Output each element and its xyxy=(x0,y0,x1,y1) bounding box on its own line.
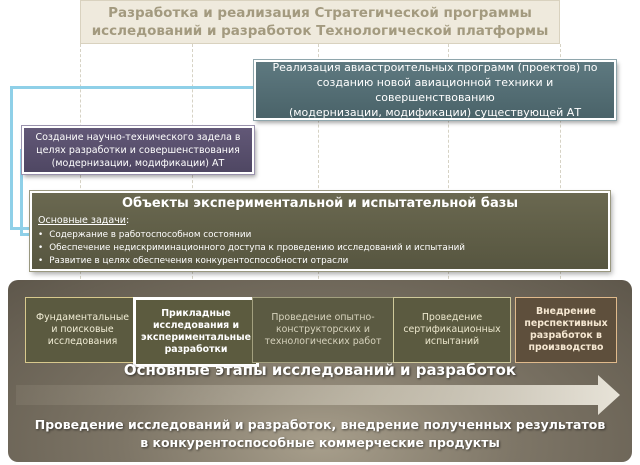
connector-avia-vertical xyxy=(10,86,13,230)
result-line-2: в конкурентоспособные коммерческие проду… xyxy=(140,435,500,450)
result-text: Проведение исследований и разработок, вн… xyxy=(20,416,620,452)
tasks-list: Содержание в работоспособном состоянии О… xyxy=(38,229,465,268)
stage-fundamental-research: Фундаментальные и поисковые исследования xyxy=(25,297,140,363)
stage-line: исследования и xyxy=(152,320,240,331)
stage-certification-tests: Проведение сертификационных испытаний xyxy=(393,297,511,363)
stage-production-implementation: Внедрение перспективных разработок в про… xyxy=(515,297,617,363)
result-line-1: Проведение исследований и разработок, вн… xyxy=(34,417,606,432)
stage-line: Внедрение xyxy=(535,306,597,317)
stage-line: технологических работ xyxy=(264,336,382,347)
tasks-label-colon: : xyxy=(125,215,130,226)
stage-line: Прикладные xyxy=(161,308,231,319)
program-scitech-line-3: (модернизации, модификации) АТ xyxy=(51,157,225,169)
stage-line: производство xyxy=(528,342,604,353)
stage-line: исследования xyxy=(47,336,118,347)
program-scitech-line-2: целях разработки и совершенствования xyxy=(36,144,240,156)
task-item: Обеспечение недискриминационного доступа… xyxy=(38,242,465,255)
stage-line: и поисковые xyxy=(51,324,114,335)
title-line-2: исследований и разработок Технологическо… xyxy=(91,23,549,39)
stage-line: Проведение xyxy=(421,312,483,323)
program-avia-line-2: созданию новой авиационной техники и сов… xyxy=(316,76,554,104)
title-line-1: Разработка и реализация Стратегической п… xyxy=(108,5,532,21)
stage-line: Фундаментальные xyxy=(36,312,129,323)
guide-line xyxy=(448,44,449,294)
connector-scitech-vertical xyxy=(20,149,23,236)
connector-avia-horizontal xyxy=(10,86,254,89)
program-avia-line-3: (модернизации, модификации) существующей… xyxy=(288,106,582,119)
experimental-base-title: Объекты экспериментальной и испытательно… xyxy=(121,196,519,211)
stage-line: сертификационных xyxy=(403,324,501,335)
task-item: Содержание в работоспособном состоянии xyxy=(38,229,465,242)
program-scitech-line-1: Создание научно-технического задела в xyxy=(35,131,241,143)
stage-applied-research: Прикладные исследования и эксперименталь… xyxy=(133,297,259,367)
guide-line xyxy=(560,44,561,294)
scitech-reserve-box: Создание научно-технического задела в це… xyxy=(22,126,254,174)
stage-design-works: Проведение опытно- конструкторских и тех… xyxy=(252,297,394,363)
strategic-program-title: Разработка и реализация Стратегической п… xyxy=(80,0,560,44)
tasks-label: Основные задачи: xyxy=(38,215,129,226)
tasks-label-text: Основные задачи xyxy=(38,215,126,226)
connector-scitech-to-base xyxy=(20,233,30,236)
stage-line: Проведение опытно- xyxy=(271,312,375,323)
stage-line: перспективных xyxy=(524,318,608,329)
experimental-base-box: Объекты экспериментальной и испытательно… xyxy=(30,191,610,271)
task-item: Развитие в целях обеспечения конкурентос… xyxy=(38,255,465,268)
stage-line: испытаний xyxy=(424,336,480,347)
aviation-programs-box: Реализация авиастроительных программ (пр… xyxy=(254,60,616,120)
progress-arrow-icon xyxy=(16,375,620,415)
stage-line: разработки xyxy=(164,344,228,355)
stage-line: конструкторских и xyxy=(276,324,370,335)
stage-line: разработок в xyxy=(530,330,602,341)
program-avia-line-1: Реализация авиастроительных программ (пр… xyxy=(272,61,598,74)
stages-title: Основные этапы исследований и разработок xyxy=(123,361,517,379)
guide-line xyxy=(318,44,319,294)
stage-line: экспериментальные xyxy=(141,332,251,343)
